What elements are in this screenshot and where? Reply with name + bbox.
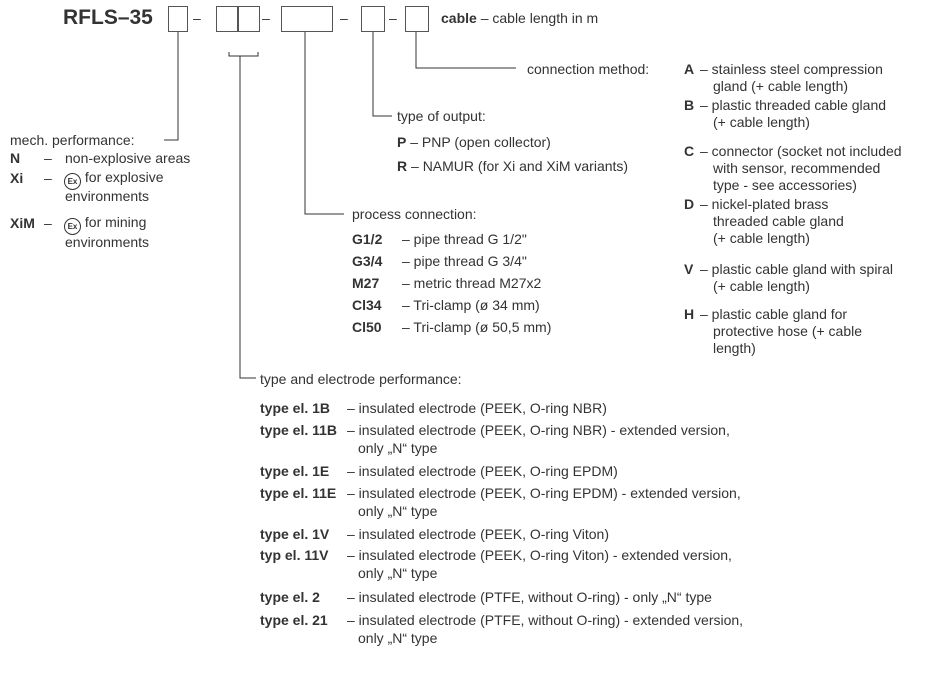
separator: – [340, 10, 348, 26]
connection-desc: length) [713, 340, 756, 356]
connection-desc: (+ cable length) [713, 114, 810, 130]
electrode-desc: – insulated electrode (PTFE, without O-r… [347, 589, 712, 605]
electrode-code: typ el. 11V [260, 547, 329, 563]
electrode-title: type and electrode performance: [260, 371, 462, 387]
product-code: RFLS–35 [63, 6, 153, 29]
connection-desc: gland (+ cable length) [713, 78, 849, 94]
connection-desc: threaded cable gland [713, 213, 844, 229]
mech-desc: Ex for mining [64, 214, 146, 235]
electrode-code: type el. 11E [260, 485, 337, 501]
box-electrode-1[interactable] [216, 6, 238, 32]
mech-dash: – [44, 215, 52, 231]
process-desc: – pipe thread G 3/4" [402, 253, 527, 269]
connection-code: B [684, 97, 695, 113]
process-connector [304, 31, 344, 215]
process-desc: – Tri-clamp (ø 50,5 mm) [402, 319, 552, 335]
mech-code: N [10, 150, 21, 166]
electrode-code: type el. 1B [260, 400, 331, 416]
process-desc: – pipe thread G 1/2" [402, 231, 527, 247]
electrode-bracket [228, 52, 259, 57]
connection-desc: – plastic cable gland with spiral [700, 261, 893, 277]
cable-word: cable [441, 10, 477, 26]
connection-desc: type - see accessories) [713, 177, 857, 193]
cable-label: cable – cable length in m [441, 10, 598, 26]
connection-code: A [684, 61, 695, 77]
box-process[interactable] [281, 6, 333, 32]
mech-desc: Ex for explosive [64, 169, 163, 190]
electrode-desc: only „N“ type [358, 565, 438, 581]
mech-connector [164, 31, 179, 141]
electrode-desc: – insulated electrode (PTFE, without O-r… [347, 612, 744, 628]
output-item: P – PNP (open collector) [397, 134, 551, 150]
electrode-desc: – insulated electrode (PEEK, O-ring Vito… [347, 547, 732, 563]
connection-code: C [684, 143, 695, 159]
connection-method-connector [415, 31, 516, 69]
connection-desc: (+ cable length) [713, 230, 810, 246]
box-mech[interactable] [168, 6, 188, 32]
process-code: G3/4 [352, 253, 383, 269]
separator: – [193, 10, 201, 26]
process-desc: – metric thread M27x2 [402, 275, 542, 291]
process-code: Cl34 [352, 297, 382, 313]
electrode-desc: – insulated electrode (PEEK, O-ring NBR)… [347, 422, 730, 438]
mech-dash: – [44, 170, 52, 186]
electrode-desc: only „N“ type [358, 630, 438, 646]
separator: – [262, 10, 270, 26]
mech-desc: environments [65, 188, 150, 204]
electrode-desc: – insulated electrode (PEEK, O-ring Vito… [347, 526, 609, 542]
electrode-code: type el. 1V [260, 526, 330, 542]
output-connector [372, 31, 392, 117]
box-connection[interactable] [405, 6, 429, 32]
electrode-code: type el. 21 [260, 612, 328, 628]
electrode-code: type el. 2 [260, 589, 320, 605]
electrode-desc: – insulated electrode (PEEK, O-ring NBR) [347, 400, 607, 416]
electrode-desc: – insulated electrode (PEEK, O-ring EPDM… [347, 485, 741, 501]
connection-desc: (+ cable length) [713, 278, 810, 294]
connection-desc: – stainless steel compression [700, 61, 883, 77]
process-code: G1/2 [352, 231, 383, 247]
electrode-connector [239, 56, 256, 379]
mech-code: Xi [10, 170, 24, 186]
mech-desc: environments [65, 234, 150, 250]
connection-desc: protective hose (+ cable [713, 323, 863, 339]
box-output[interactable] [361, 6, 385, 32]
electrode-desc: only „N“ type [358, 440, 438, 456]
process-desc: – Tri-clamp (ø 34 mm) [402, 297, 540, 313]
box-electrode-2[interactable] [238, 6, 260, 32]
mech-title: mech. performance: [10, 132, 135, 148]
mech-dash: – [44, 150, 52, 166]
connection-code: H [684, 306, 695, 322]
connection-code: V [684, 261, 694, 277]
electrode-code: type el. 11B [260, 422, 338, 438]
output-title: type of output: [397, 108, 486, 124]
connection-desc: – connector (socket not included [700, 143, 902, 159]
connection-title: connection method: [527, 61, 650, 77]
electrode-desc: – insulated electrode (PEEK, O-ring EPDM… [347, 463, 618, 479]
connection-desc: – plastic cable gland for [700, 306, 848, 322]
process-code: M27 [352, 275, 380, 291]
ex-icon: Ex [64, 218, 81, 235]
mech-code: XiM [10, 215, 35, 231]
connection-desc: – plastic threaded cable gland [700, 97, 887, 113]
connection-desc: with sensor, recommended [713, 160, 881, 176]
electrode-desc: only „N“ type [358, 503, 438, 519]
separator: – [389, 10, 397, 26]
connection-code: D [684, 196, 695, 212]
process-code: Cl50 [352, 319, 382, 335]
process-title: process connection: [352, 206, 477, 222]
electrode-code: type el. 1E [260, 463, 330, 479]
output-item: R – NAMUR (for Xi and XiM variants) [397, 158, 629, 174]
connection-desc: – nickel-plated brass [700, 196, 829, 212]
mech-desc: non-explosive areas [65, 150, 191, 166]
cable-description: – cable length in m [480, 10, 599, 26]
